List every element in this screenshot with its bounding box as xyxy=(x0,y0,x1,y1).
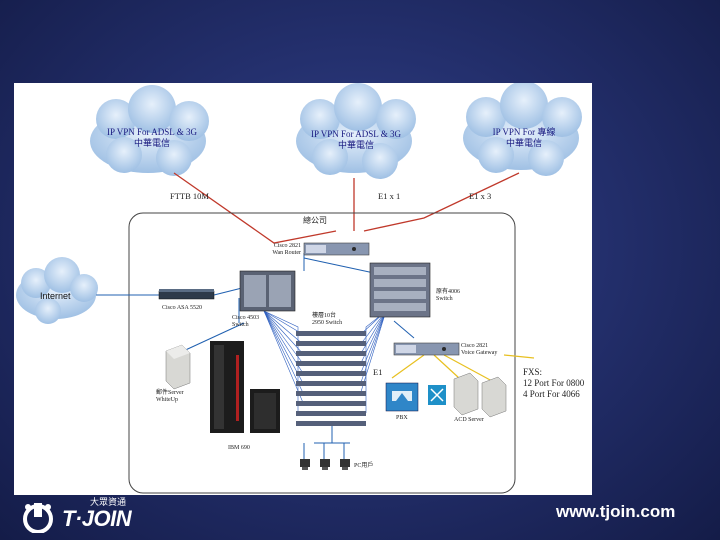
floor-switch-label-2: 2950 Switch xyxy=(312,320,343,326)
cloud-1-label-line1: IP VPN For ADSL & 3G xyxy=(107,127,197,137)
network-diagram: IP VPN For ADSL & 3G 中華電信 IP VPN For ADS… xyxy=(14,83,592,495)
tjoin-logo-mark-icon xyxy=(23,503,53,533)
cloud-vpn-3 xyxy=(463,83,582,176)
pc-label: PC用戶 xyxy=(354,463,374,469)
pbx xyxy=(385,382,419,412)
logo-chinese-text: 大眾資通 xyxy=(90,497,127,507)
acd-servers xyxy=(453,372,507,418)
voice-gateway-label-1: Cisco 2821 xyxy=(461,343,489,349)
switch-4006-label-2: Switch xyxy=(436,296,453,302)
lan-links xyxy=(96,253,415,461)
cisco-router-icon xyxy=(428,385,446,405)
mail-server-label-2: WhiteUp xyxy=(156,397,178,403)
site-title: 總公司 xyxy=(303,216,327,225)
diagram-graphics xyxy=(16,83,582,494)
cloud-vpn-2 xyxy=(296,83,416,179)
pbx-label: PBX xyxy=(396,415,408,421)
tjoin-logo: 大眾資通 T·JOIN xyxy=(18,495,168,537)
asa-label: Cisco ASA 5520 xyxy=(162,305,203,311)
logo-english-text: T·JOIN xyxy=(62,506,132,531)
pc-workstations xyxy=(300,459,350,470)
cloud-2-label-line2: 中華電信 xyxy=(337,140,374,150)
ibm-label: IBM 690 xyxy=(228,445,250,451)
cloud-vpn-1 xyxy=(90,85,209,176)
switch-4503-label-2: Switch xyxy=(232,322,249,328)
wan-router-label-1: Cisco 2821 xyxy=(273,243,301,249)
wan-router-label-2: Wan Router xyxy=(272,250,301,256)
fxs-line-2: 4 Port For 4066 xyxy=(523,389,580,399)
fxs-title: FXS: xyxy=(523,367,543,377)
e1x3-label: E1 x 3 xyxy=(469,191,492,201)
switch-4503-label-1: Cisco 4503 xyxy=(232,315,260,321)
floor-switch-stack xyxy=(296,331,366,426)
internet-label: Internet xyxy=(40,291,71,301)
e1x1-label: E1 x 1 xyxy=(378,191,401,201)
fttb-label: FTTB 10M xyxy=(170,191,209,201)
cloud-1-label-line2: 中華電信 xyxy=(133,138,170,148)
switch-4006-label-1: 原有4006 xyxy=(436,289,461,295)
fxs-line-1: 12 Port For 0800 xyxy=(523,378,585,388)
site-boundary xyxy=(128,212,516,494)
cisco-4006-switch xyxy=(369,262,431,318)
wan-router xyxy=(303,242,370,256)
cloud-internet xyxy=(16,257,98,324)
ibm-690-server xyxy=(210,341,280,433)
website-url: www.tjoin.com xyxy=(556,502,676,521)
cloud-3-label-line2: 中華電信 xyxy=(505,138,542,148)
asa-firewall xyxy=(158,289,215,300)
acd-label: ACD Server xyxy=(454,417,484,423)
floor-switch-label-1: 樓層10台 xyxy=(312,313,337,319)
mail-server-label-1: 郵件Server xyxy=(156,390,184,396)
e1-label: E1 xyxy=(373,367,383,377)
cloud-2-label-line1: IP VPN For ADSL & 3G xyxy=(311,129,401,139)
wan-links xyxy=(173,172,520,244)
cloud-3-label-line1: IP VPN For 專線 xyxy=(492,127,556,137)
voice-gateway xyxy=(393,342,460,356)
voice-gateway-label-2: Voice Gateway xyxy=(461,350,498,356)
mail-server xyxy=(165,344,191,390)
voice-links xyxy=(391,354,535,382)
cisco-4503-switch xyxy=(239,270,296,312)
